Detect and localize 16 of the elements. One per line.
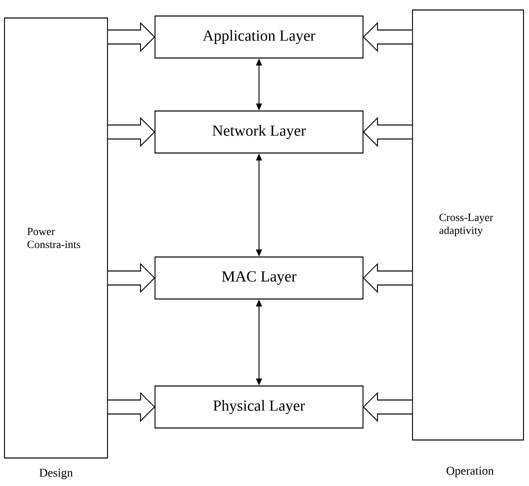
layer-box: MAC Layer [154, 256, 364, 300]
block-arrow [108, 22, 156, 52]
side-panel: Cross-Layer adaptivity [412, 10, 524, 440]
block-arrow [362, 392, 412, 422]
side-panel: Power Constra-ints [4, 18, 108, 458]
layer-box: Physical Layer [154, 386, 364, 428]
block-arrow [362, 22, 412, 52]
caption-label: Operation [446, 466, 494, 478]
block-arrow [362, 116, 412, 148]
block-arrow [108, 116, 156, 148]
layer-box: Network Layer [154, 110, 364, 154]
block-arrow [362, 262, 412, 294]
block-arrow [108, 392, 156, 422]
caption-label: Design [39, 468, 73, 480]
block-arrow [108, 262, 156, 294]
layer-box: Application Layer [154, 16, 364, 58]
